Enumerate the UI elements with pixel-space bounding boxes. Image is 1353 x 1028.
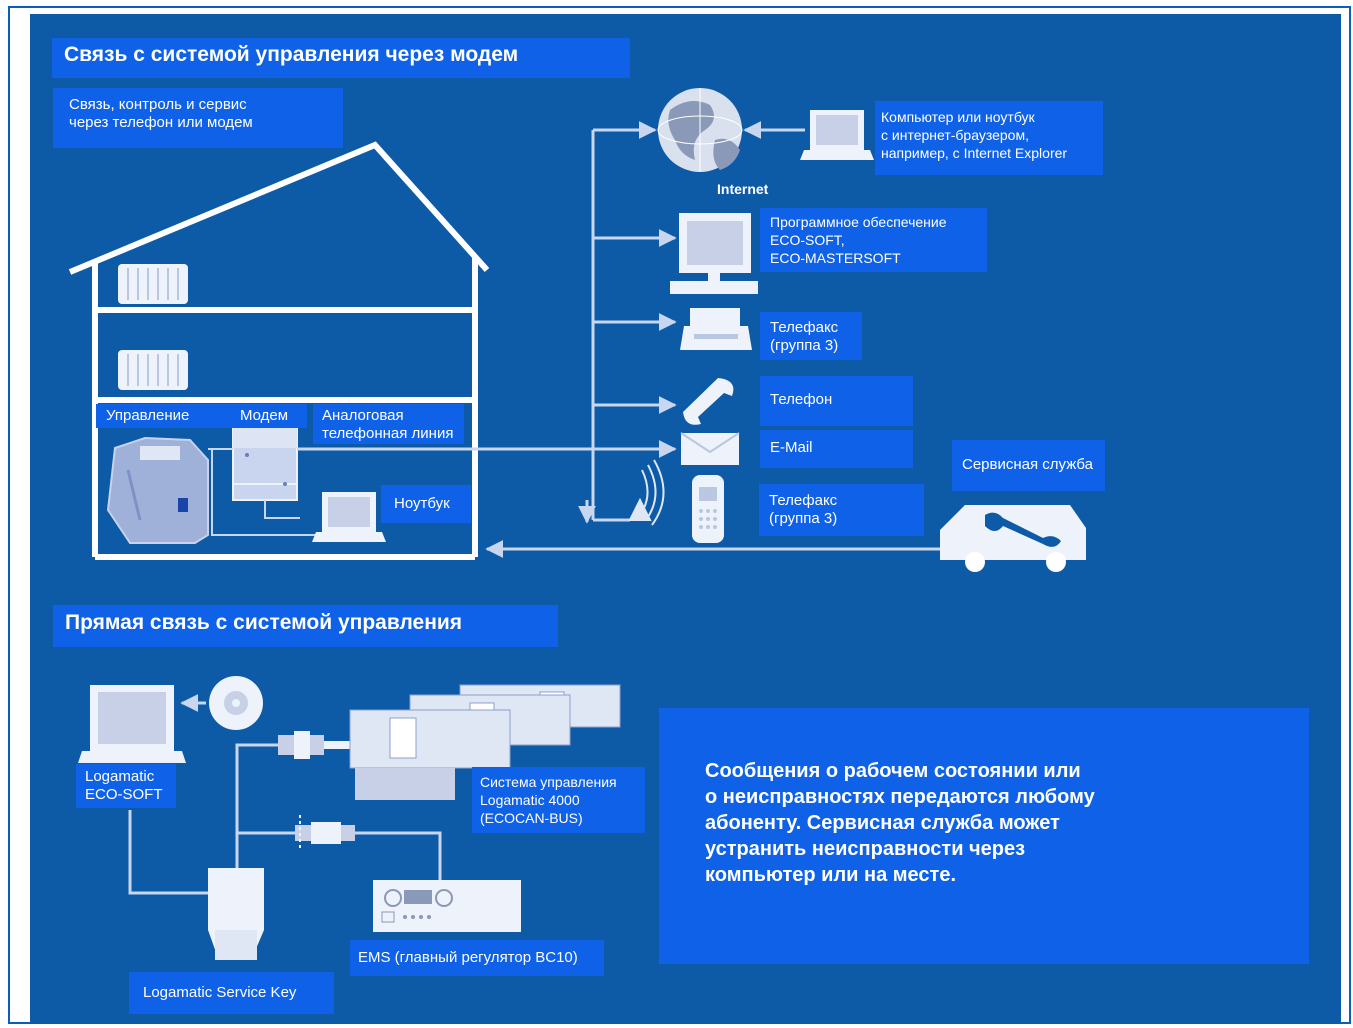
mobile-phone-icon (692, 475, 724, 543)
mobile-fax-label: Телефакс (группа 3) (759, 484, 924, 536)
modem-intro-label: Связь, контроль и сервис через телефон и… (53, 88, 343, 148)
modem-icon (232, 425, 298, 501)
signal-waves-icon (628, 459, 665, 526)
house-laptop-label: Ноутбук (381, 485, 471, 523)
phone-handset-icon (683, 378, 734, 425)
direct-section-title: Прямая связь с системой управления (53, 605, 558, 647)
service-van-icon (940, 505, 1086, 572)
house-wiring (208, 448, 320, 536)
internet-label: Internet (717, 181, 769, 197)
fax-label: Телефакс (группа 3) (760, 312, 862, 360)
service-label: Сервисная служба (952, 440, 1105, 491)
status-message: Сообщения о рабочем состоянии или о неис… (659, 708, 1309, 964)
cd-icon (209, 676, 263, 730)
modem-label: Модем (231, 404, 307, 428)
software-label: Программное обеспечение ECO-SOFT, ECO-MA… (760, 208, 987, 272)
phone-label: Телефон (760, 376, 913, 426)
laptop-icon (78, 685, 186, 763)
laptop-icon (800, 110, 874, 160)
eco-soft-label: Logamatic ECO-SOFT (76, 764, 176, 808)
ems-label: EMS (главный регулятор BC10) (350, 940, 604, 976)
service-key-label: Logamatic Service Key (129, 972, 334, 1014)
fax-icon (680, 308, 752, 350)
boiler-icon (106, 436, 209, 544)
wrench-icon (985, 512, 1061, 547)
desktop-icon (670, 213, 758, 294)
modem-section-title: Связь с системой управления через модем (52, 38, 630, 78)
globe-icon (657, 88, 743, 172)
house-icon (68, 141, 490, 560)
email-label: E-Mail (760, 430, 913, 468)
radiator-icon (118, 264, 188, 304)
control-label: Управление (96, 404, 231, 428)
direct-connection-lines (128, 694, 442, 895)
radiator-icon (118, 350, 188, 390)
connector-icon (295, 815, 355, 850)
connection-lines (297, 121, 940, 558)
controller-icon (373, 880, 521, 932)
analog-line-label: Аналоговая телефонная линия (313, 404, 464, 444)
laptop-icon (312, 492, 386, 542)
controller-icon (349, 684, 621, 800)
logamatic-4000-label: Система управления Logamatic 4000 (ECOCA… (472, 767, 645, 833)
envelope-icon (680, 432, 740, 465)
service-key-icon (208, 868, 264, 960)
connector-icon (278, 731, 350, 759)
browser-pc-label: Компьютер или ноутбук с интернет-браузер… (875, 101, 1103, 175)
